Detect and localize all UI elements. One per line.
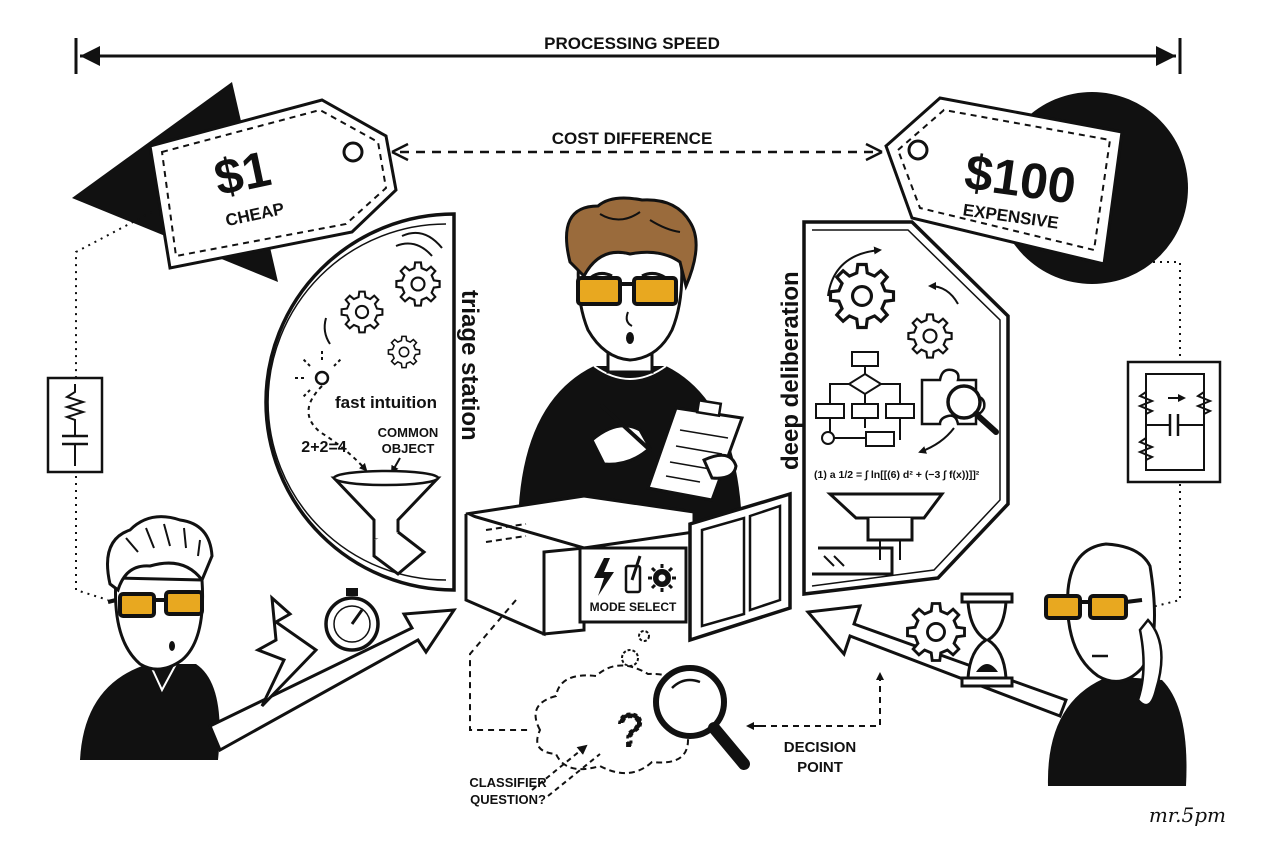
right-circuit-icon — [1128, 362, 1220, 482]
hourglass-icon — [962, 594, 1012, 686]
classifier-label-line2: QUESTION? — [470, 792, 546, 807]
processing-speed-label: PROCESSING SPEED — [544, 34, 720, 53]
left-circuit-icon — [48, 378, 102, 472]
fast-intuition-label: fast intuition — [335, 393, 437, 412]
right-character-avatar — [1046, 544, 1187, 786]
decision-point-label-line2: POINT — [797, 759, 843, 776]
artist-signature: mr.5pm — [1149, 803, 1226, 827]
triage-station-title: triage station — [456, 290, 483, 441]
stopwatch-icon — [326, 588, 378, 650]
cost-difference-label: COST DIFFERENCE — [552, 129, 713, 148]
deliberation-equation: (1) a 1/2 = ∫ ln[[(6) d² + (−3 ∫ f(x))]]… — [814, 469, 980, 481]
deep-deliberation-title: deep deliberation — [777, 271, 804, 470]
mode-select-label: MODE SELECT — [590, 600, 677, 614]
decision-point-label-line1: DECISION — [784, 739, 857, 756]
right-gear-icon — [908, 604, 965, 661]
left-character-avatar — [80, 517, 220, 760]
cheap-price: $1 — [209, 140, 275, 206]
sum-label: 2+2=4 — [301, 439, 346, 456]
thought-question-mark: ? — [617, 704, 643, 756]
classifier-label-line1: CLASSIFIER — [469, 775, 547, 790]
common-object-label-line2: OBJECT — [382, 441, 435, 456]
common-object-label-line1: COMMON — [378, 425, 439, 440]
center-character-avatar — [518, 198, 742, 526]
tag-hole-icon — [344, 143, 362, 161]
tag-hole-icon — [909, 141, 927, 159]
